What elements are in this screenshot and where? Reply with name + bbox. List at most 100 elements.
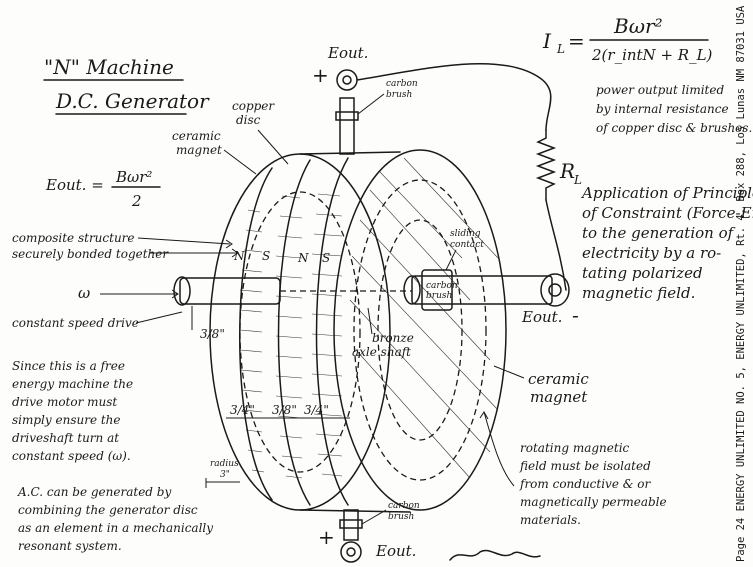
svg-text:resonant system.: resonant system. bbox=[18, 539, 122, 553]
current-symbol: I bbox=[542, 29, 552, 53]
svg-text:brush: brush bbox=[388, 512, 414, 522]
layer-boundary-3 bbox=[315, 157, 349, 506]
current-formula: I L = Bωr² 2(r_intN + R_L) bbox=[542, 14, 713, 64]
svg-text:A.C. can be generated by: A.C. can be generated by bbox=[17, 485, 171, 499]
signature-scribble bbox=[449, 549, 541, 561]
svg-text:simply ensure the: simply ensure the bbox=[12, 413, 121, 427]
svg-text:as an element in a mechanicall: as an element in a mechanically bbox=[18, 521, 213, 535]
ac-note: A.C. can be generated by combining the g… bbox=[17, 485, 213, 553]
application-note: Application of Principle of Constraint (… bbox=[580, 184, 753, 302]
svg-text:drive motor must: drive motor must bbox=[12, 395, 117, 409]
carbon-brush-bottom-label: carbon brush bbox=[361, 501, 420, 525]
generator-body bbox=[209, 149, 507, 513]
svg-text:rotating magnetic: rotating magnetic bbox=[520, 441, 630, 455]
svg-text:electricity by a ro-: electricity by a ro- bbox=[582, 244, 721, 262]
svg-text:magnetic field.: magnetic field. bbox=[582, 284, 695, 302]
eout-right: Eout. bbox=[521, 308, 562, 326]
current-denominator: 2(r_intN + R_L) bbox=[591, 46, 713, 64]
power-output-note: power output limited by internal resista… bbox=[596, 83, 752, 135]
page-footer: Page 24 ENERGY UNLIMITED NO. 5, ENERGY U… bbox=[735, 5, 747, 562]
svg-text:axle shaft: axle shaft bbox=[352, 345, 411, 359]
pole-s1: S bbox=[262, 249, 270, 263]
svg-text:3": 3" bbox=[220, 470, 230, 480]
svg-text:power output limited: power output limited bbox=[596, 83, 724, 97]
eout-top: Eout. bbox=[327, 44, 368, 62]
ceramic-magnet-right-label: ceramic magnet bbox=[493, 365, 589, 406]
svg-text:securely bonded together: securely bonded together bbox=[12, 247, 169, 261]
svg-text:disc: disc bbox=[236, 113, 261, 127]
svg-text:of Constraint (Force-Energy): of Constraint (Force-Energy) bbox=[582, 204, 753, 222]
ceramic-magnet-left-label: ceramic magnet bbox=[172, 129, 257, 175]
svg-text:of copper disc & brushes.: of copper disc & brushes. bbox=[596, 121, 752, 135]
minus-right: - bbox=[572, 303, 579, 327]
disc-right-face bbox=[333, 149, 507, 511]
right-face-hatching bbox=[349, 157, 499, 479]
svg-text:carbon: carbon bbox=[386, 79, 418, 89]
svg-text:magnetically permeable: magnetically permeable bbox=[520, 495, 667, 509]
svg-text:=: = bbox=[568, 29, 585, 53]
svg-text:2: 2 bbox=[131, 192, 142, 210]
svg-text:energy machine the: energy machine the bbox=[12, 377, 133, 391]
rotating-field-note: rotating magnetic field must be isolated… bbox=[479, 411, 667, 527]
bottom-brush-post bbox=[339, 509, 363, 563]
svg-text:sliding: sliding bbox=[450, 229, 481, 239]
svg-text:3/4": 3/4" bbox=[230, 403, 255, 417]
inner-dashed-circle-2 bbox=[377, 219, 463, 441]
carbon-brush-top-label: carbon brush bbox=[357, 79, 418, 115]
layer-hatching bbox=[239, 193, 343, 479]
wire-bottom bbox=[545, 199, 567, 291]
inner-dashed-circle-3 bbox=[239, 191, 361, 473]
svg-text:Since this is a free: Since this is a free bbox=[12, 359, 125, 373]
svg-text:field must be isolated: field must be isolated bbox=[519, 459, 651, 473]
shell-bottom-line bbox=[299, 509, 411, 513]
svg-text:driveshaft turn at: driveshaft turn at bbox=[12, 431, 119, 445]
svg-text:composite structure: composite structure bbox=[12, 231, 135, 245]
pole-n2: N bbox=[297, 251, 309, 265]
svg-text:Bωr²: Bωr² bbox=[115, 168, 152, 186]
svg-text:radius: radius bbox=[210, 459, 239, 469]
svg-text:brush: brush bbox=[426, 291, 452, 301]
inner-dashed-circle-1 bbox=[353, 179, 487, 481]
svg-text:contact: contact bbox=[450, 240, 484, 250]
resistor-subscript: L bbox=[573, 173, 582, 187]
wire-top bbox=[356, 62, 552, 131]
copper-disc-label: copper disc bbox=[232, 99, 289, 165]
svg-text:bronze: bronze bbox=[372, 331, 414, 345]
current-subscript: L bbox=[556, 42, 565, 56]
dimensions: 3/8" 3/4" 3/8" 3/4" radius 3" bbox=[191, 306, 350, 488]
svg-text:magnet: magnet bbox=[530, 388, 588, 406]
eout-formula: Eout. = Bωr² 2 bbox=[45, 168, 161, 210]
svg-text:3/8": 3/8" bbox=[200, 327, 225, 341]
svg-text:3/4": 3/4" bbox=[304, 403, 329, 417]
svg-text:to the generation of: to the generation of bbox=[582, 224, 736, 242]
svg-text:combining the generator disc: combining the generator disc bbox=[18, 503, 198, 517]
current-numerator: Bωr² bbox=[613, 14, 663, 38]
bronze-axle-label: bronze axle shaft bbox=[352, 307, 414, 359]
plus-top: + bbox=[312, 63, 329, 87]
carbon-brush-axle-label: carbon brush bbox=[426, 281, 458, 301]
svg-text:3/8": 3/8" bbox=[272, 403, 297, 417]
drive-shaft-end bbox=[173, 276, 191, 306]
disc-left-face bbox=[209, 153, 391, 511]
svg-text:magnet: magnet bbox=[176, 143, 222, 157]
svg-text:carbon: carbon bbox=[426, 281, 458, 291]
title-generator: D.C. Generator bbox=[55, 89, 210, 113]
svg-text:Application of Principle: Application of Principle bbox=[580, 184, 753, 202]
eout-bottom: Eout. bbox=[375, 542, 416, 560]
top-brush-post bbox=[335, 69, 359, 155]
svg-text:ceramic: ceramic bbox=[528, 370, 589, 388]
free-energy-note: Since this is a free energy machine the … bbox=[12, 359, 133, 463]
svg-text:copper: copper bbox=[232, 99, 275, 113]
sliding-contact-block bbox=[421, 269, 453, 311]
svg-text:brush: brush bbox=[386, 90, 412, 100]
svg-text:tating polarized: tating polarized bbox=[582, 264, 703, 282]
resistor-label: R bbox=[559, 159, 575, 183]
layer-boundary-2 bbox=[277, 159, 311, 506]
plus-bottom: + bbox=[318, 525, 335, 549]
pole-s2: S bbox=[322, 251, 330, 265]
svg-text:ceramic: ceramic bbox=[172, 129, 221, 143]
omega-label: ω bbox=[78, 284, 90, 302]
axle-shaft bbox=[173, 269, 570, 311]
